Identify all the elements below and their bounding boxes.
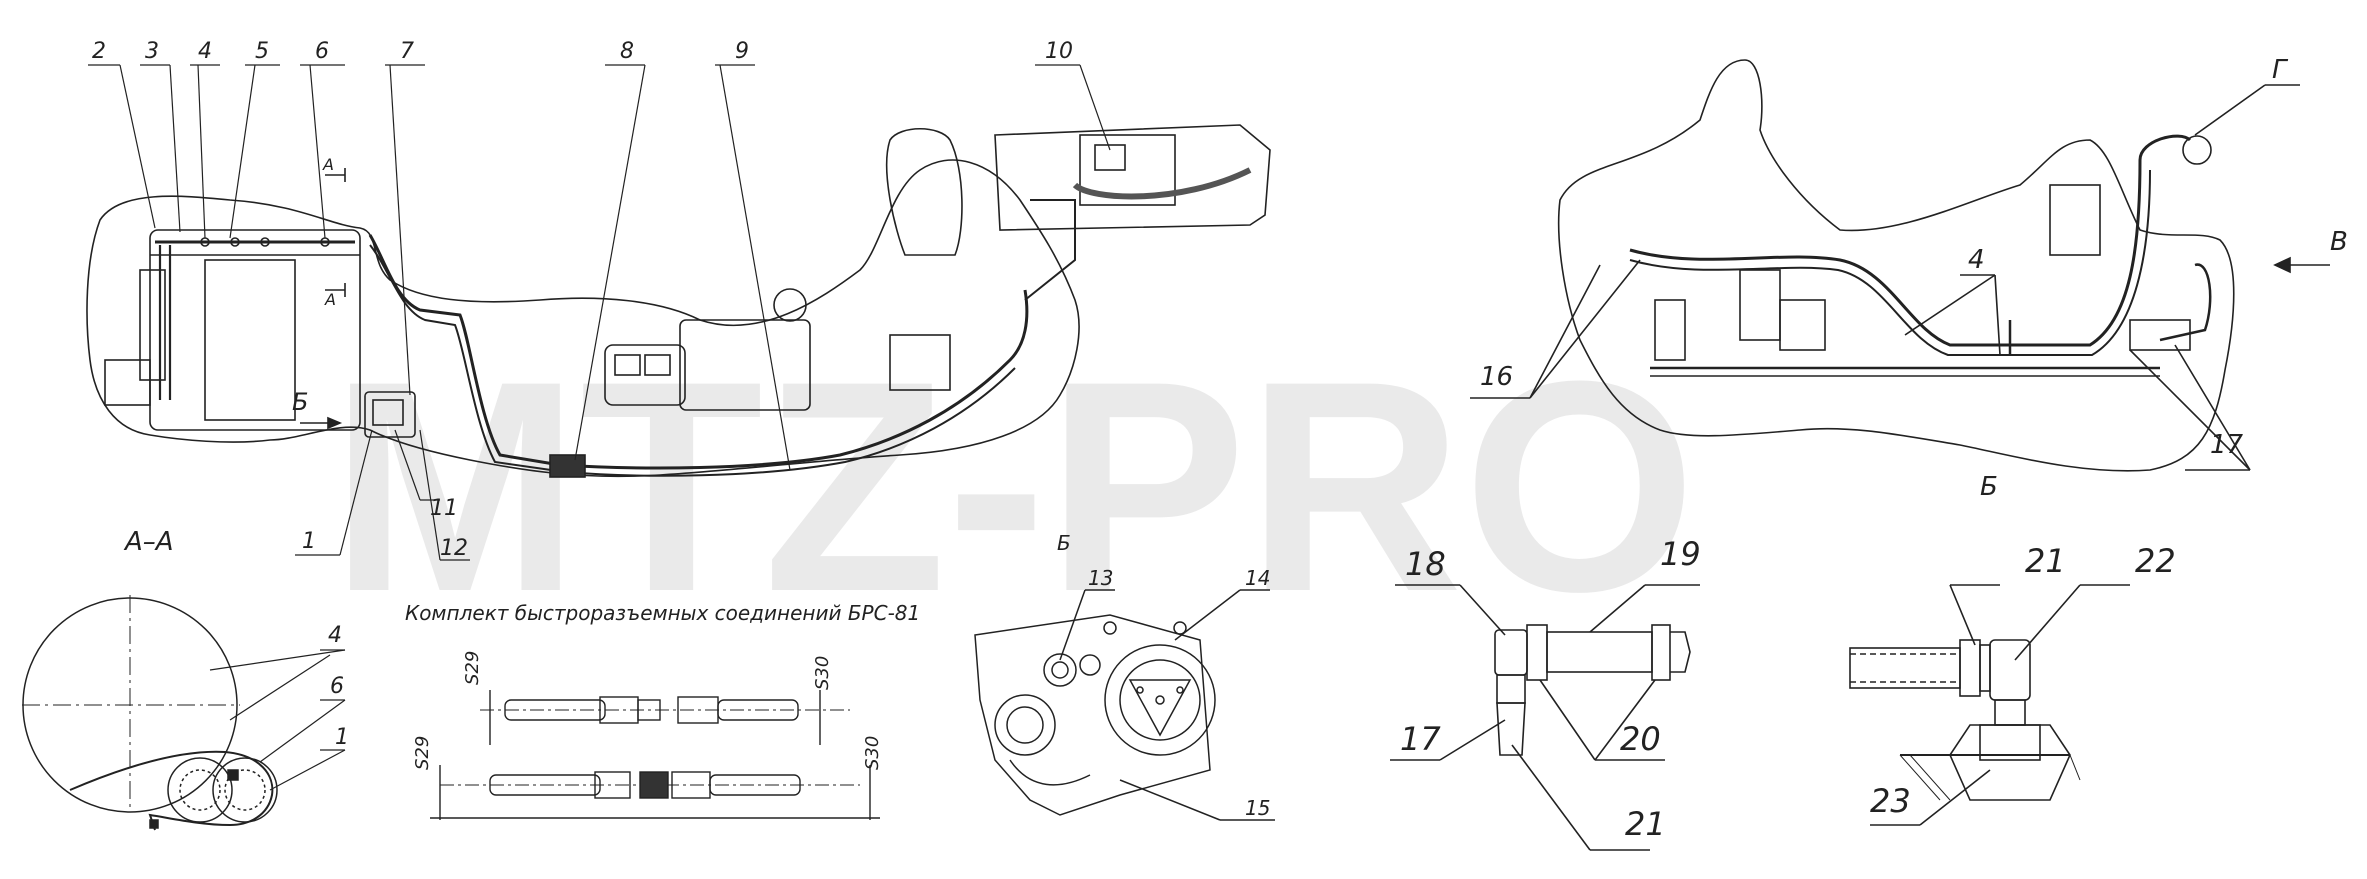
- tank-housing: [149, 229, 361, 431]
- view-b-arrow-label: Б: [292, 388, 308, 416]
- callout-22: 22: [2135, 542, 2176, 580]
- main-view-left: [86, 128, 1080, 478]
- callout-21-right: 21: [2025, 542, 2066, 580]
- right-callout-17: 17: [2210, 430, 2244, 460]
- callout-1: 1: [302, 529, 316, 554]
- section-callout-1: 1: [335, 725, 349, 750]
- quick-coupling-kit: [430, 690, 880, 820]
- section-aa-labels: 4 6 1: [328, 623, 349, 750]
- callout-2: 2: [92, 39, 106, 64]
- dim-s29-bottom: S29: [412, 736, 433, 770]
- valve-box-10: [994, 124, 1271, 301]
- callout-4: 4: [198, 39, 212, 64]
- view-g-label: Г: [2272, 55, 2289, 85]
- dim-s30-top: S30: [812, 656, 833, 690]
- dim-s29-top: S29: [462, 651, 483, 685]
- left-callouts: [88, 64, 1111, 561]
- callout-8: 8: [620, 39, 634, 64]
- fitting-detail-21-23: [1849, 584, 2130, 826]
- hydraulic-unit: [679, 319, 811, 411]
- callout-10: 10: [1045, 39, 1073, 64]
- view-v-label: В: [2330, 227, 2348, 257]
- callout-5: 5: [255, 39, 269, 64]
- view-b-detail-label: Б: [1057, 531, 1071, 555]
- callout-9: 9: [735, 39, 749, 64]
- callout-16: 16: [1480, 362, 1513, 392]
- callout-3: 3: [145, 39, 159, 64]
- callout-19: 19: [1660, 535, 1701, 573]
- section-mark-a-bottom: А: [324, 290, 336, 309]
- callout-14: 14: [1245, 566, 1270, 590]
- section-aa-label: А–А: [123, 527, 174, 557]
- callout-17: 17: [1400, 720, 1441, 758]
- callout-6: 6: [315, 39, 329, 64]
- right-view-labels: Г В 16 4 17 Б: [1480, 55, 2348, 502]
- callout-11: 11: [430, 496, 458, 521]
- section-callout-4: 4: [328, 623, 342, 648]
- callout-21-left: 21: [1625, 805, 1666, 843]
- kit-dims: S29 S30 S29 S30: [412, 651, 883, 770]
- kit-title: Комплект быстроразъемных соединений БРС-…: [405, 601, 920, 625]
- right-body-outline: [1557, 59, 2235, 472]
- cab-outline: [86, 159, 1080, 478]
- fitting-detail-labels: 18 19 17 20 21: [1400, 535, 1701, 843]
- main-view-right: [1470, 59, 2330, 472]
- main-hose-run: [368, 234, 1029, 470]
- fitting-detail-2-labels: 21 22 23: [1870, 542, 2176, 820]
- callout-7: 7: [400, 39, 414, 64]
- left-callout-labels: 2 3 4 5 6 7 8 9 10 1 11 12 А А Б А–А: [92, 39, 1073, 561]
- view-b-detail: [974, 589, 1275, 821]
- tank-inner: [204, 259, 296, 421]
- fitting-detail-17-21: [1390, 584, 1700, 851]
- seat-backrest: [885, 128, 963, 256]
- callout-23: 23: [1870, 782, 1911, 820]
- section-aa-clamp: [22, 595, 346, 831]
- right-callout-4: 4: [1968, 245, 1985, 275]
- dim-s30-bottom: S30: [862, 736, 883, 770]
- callout-20: 20: [1620, 720, 1661, 758]
- view-g-ring: [2182, 135, 2212, 165]
- callout-15: 15: [1245, 796, 1270, 820]
- callout-12: 12: [440, 536, 468, 561]
- view-b-right-label: Б: [1980, 472, 1998, 502]
- view-b-detail-labels: 13 14 15: [1088, 566, 1270, 820]
- section-callout-6: 6: [330, 674, 344, 699]
- quick-coupling-left: [549, 454, 586, 478]
- callout-13: 13: [1088, 566, 1113, 590]
- coupling-bracket: [364, 391, 416, 438]
- right-hose-run: [1629, 134, 2192, 347]
- callout-18: 18: [1405, 545, 1446, 583]
- section-mark-a-top: А: [322, 155, 334, 174]
- watermark: MTZ-PRO: [330, 318, 1696, 654]
